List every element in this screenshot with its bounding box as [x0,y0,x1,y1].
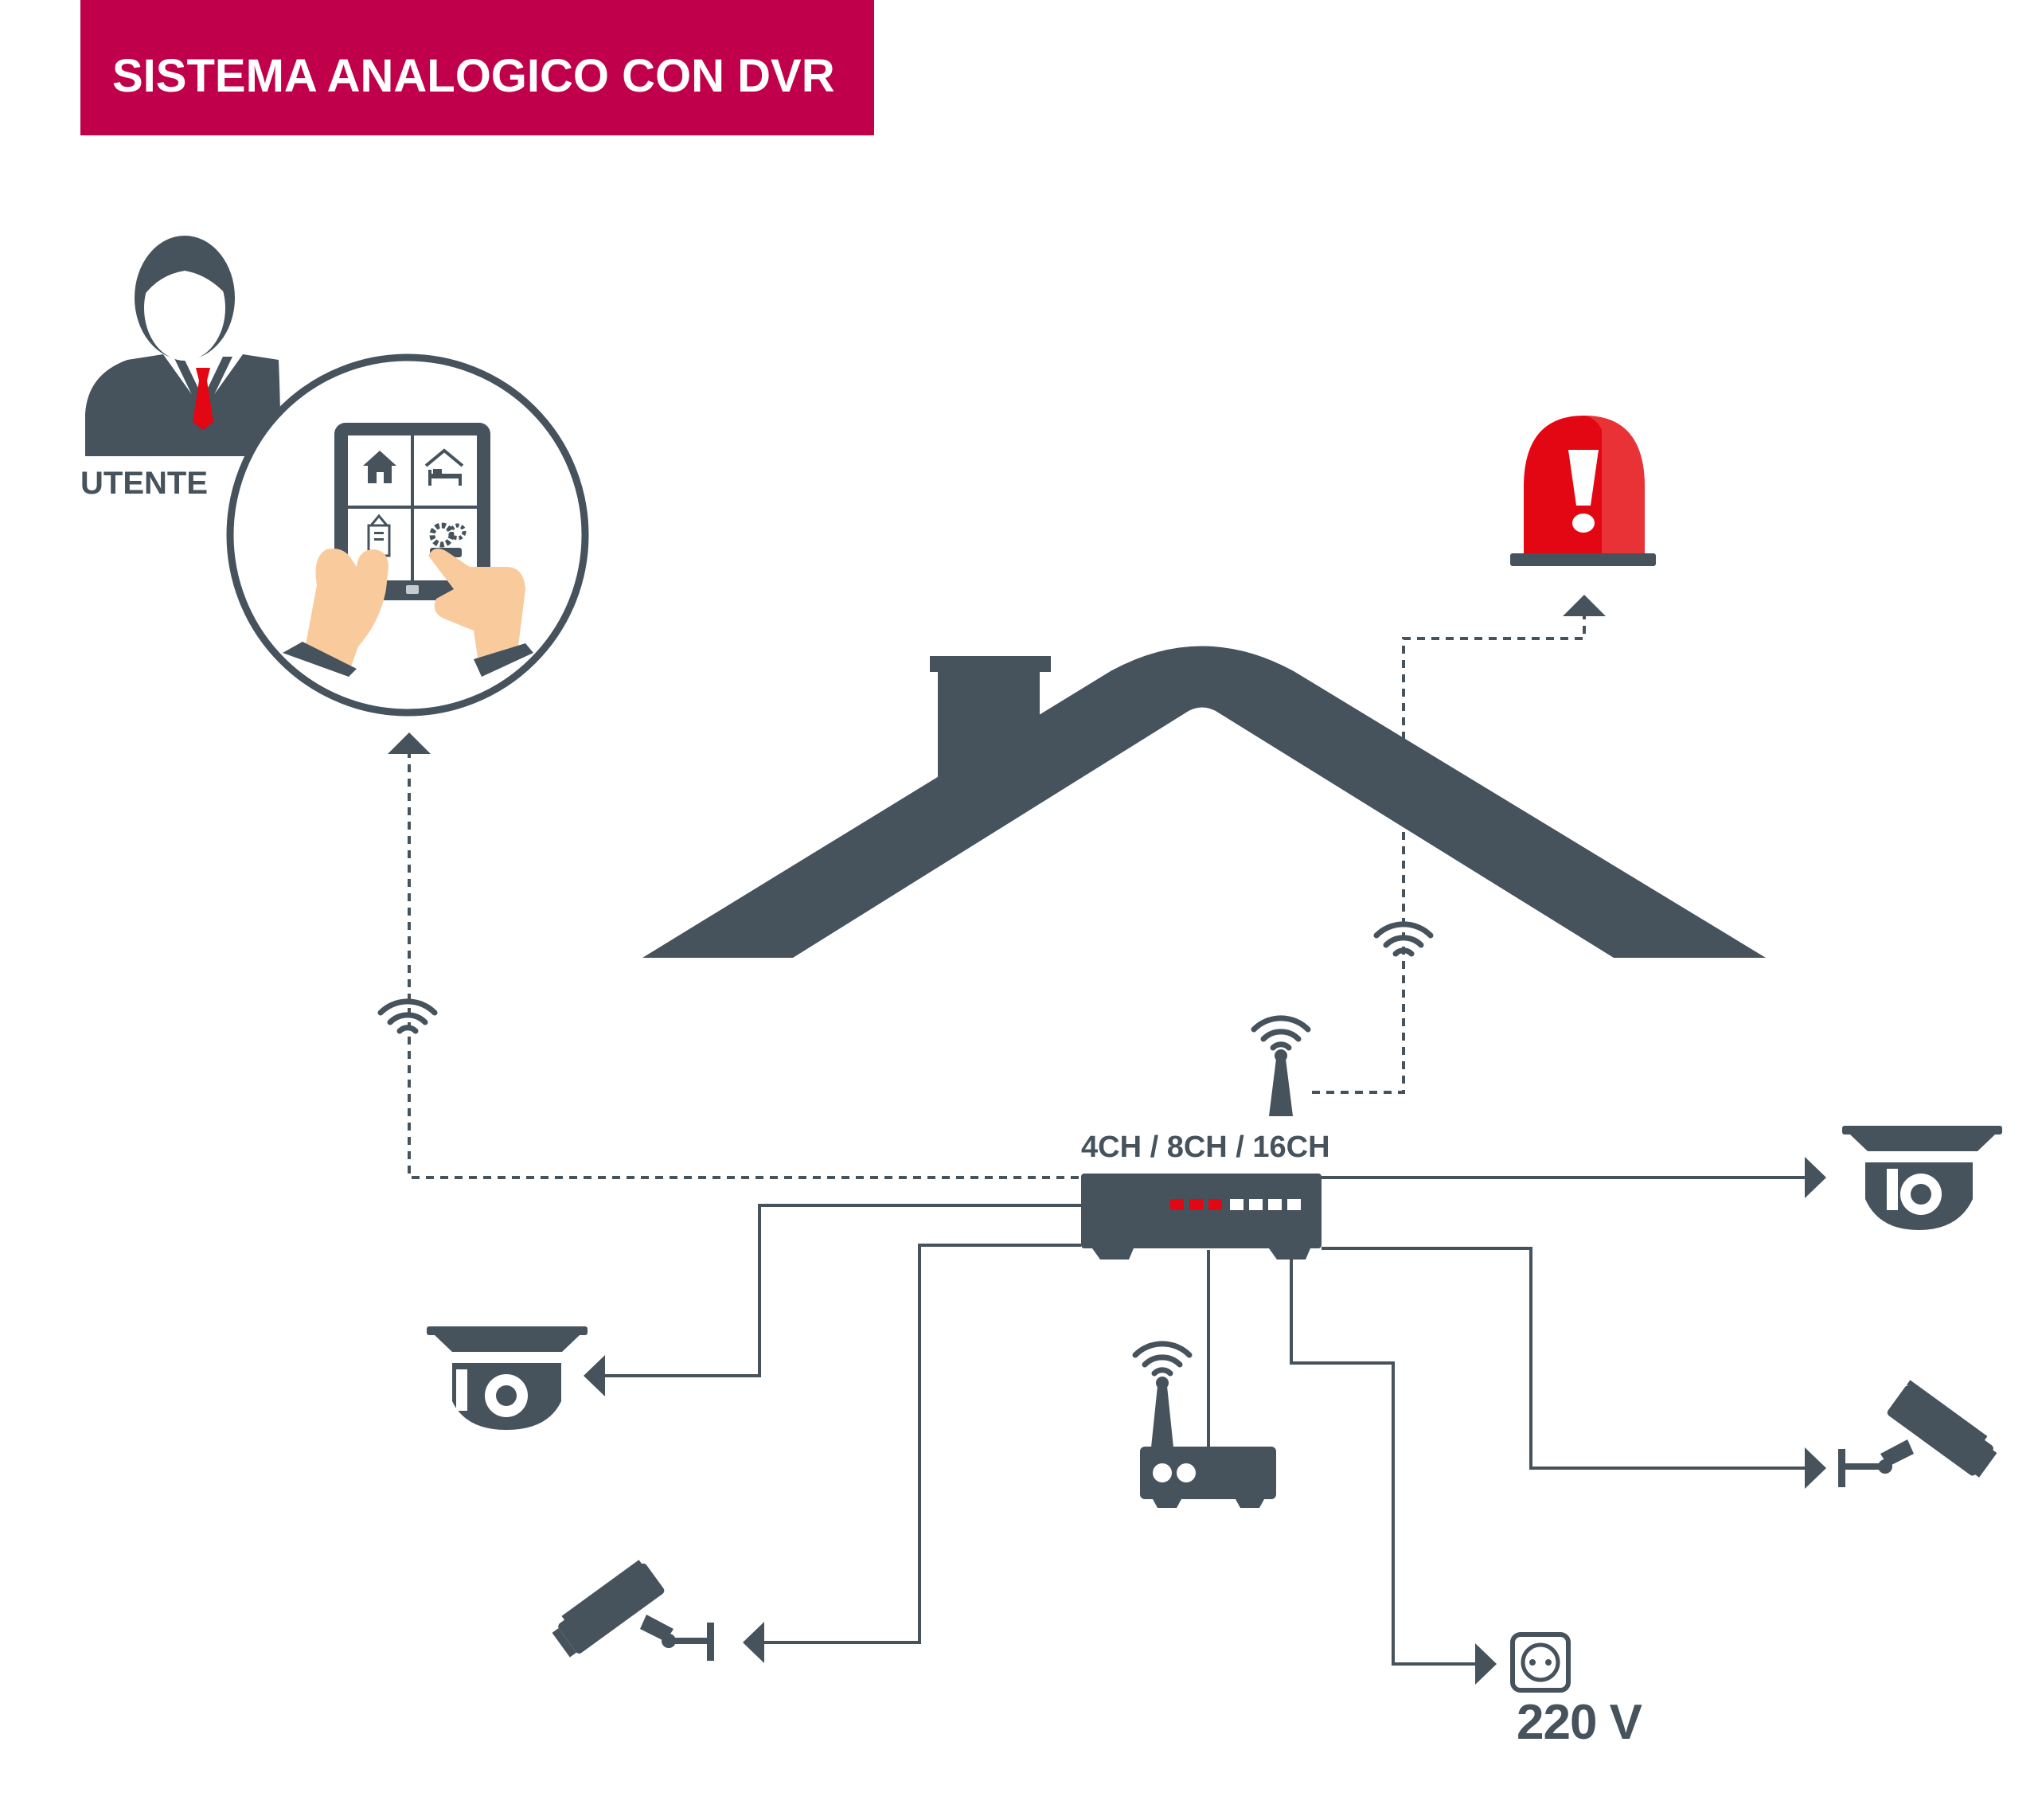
antenna-icon [1254,1018,1308,1116]
title-banner: SISTEMA ANALOGICO CON DVR [80,0,874,135]
wired-connections [597,1176,1809,1666]
power-voltage-label: 220 V [1517,1695,1642,1750]
dome-camera-icon [1842,1126,2002,1230]
wifi-icon [381,1002,435,1031]
user-label: UTENTE [80,466,208,501]
dvr-channels-label: 4CH / 8CH / 16CH [1081,1131,1330,1164]
router-icon [1135,1344,1276,1508]
bullet-camera-icon [1838,1380,1997,1487]
home-icon [363,451,396,483]
connection-arrowheads [584,1157,1826,1685]
wireless-link-to-alarm [1312,595,1606,1094]
power-socket-icon [1510,1632,1571,1693]
wifi-icon [1376,924,1431,954]
wireless-link-to-user [388,732,1079,1179]
person-icon [85,236,281,456]
alarm-siren-icon [1510,416,1656,566]
bedroom-icon [424,448,464,486]
tablet-icon [226,353,589,717]
dvr-recorder-icon [1081,1174,1322,1260]
page-title: SISTEMA ANALOGICO CON DVR [112,49,835,102]
bullet-camera-icon [552,1560,714,1661]
dome-camera-icon [427,1326,588,1430]
house-roof-icon [642,646,1766,958]
